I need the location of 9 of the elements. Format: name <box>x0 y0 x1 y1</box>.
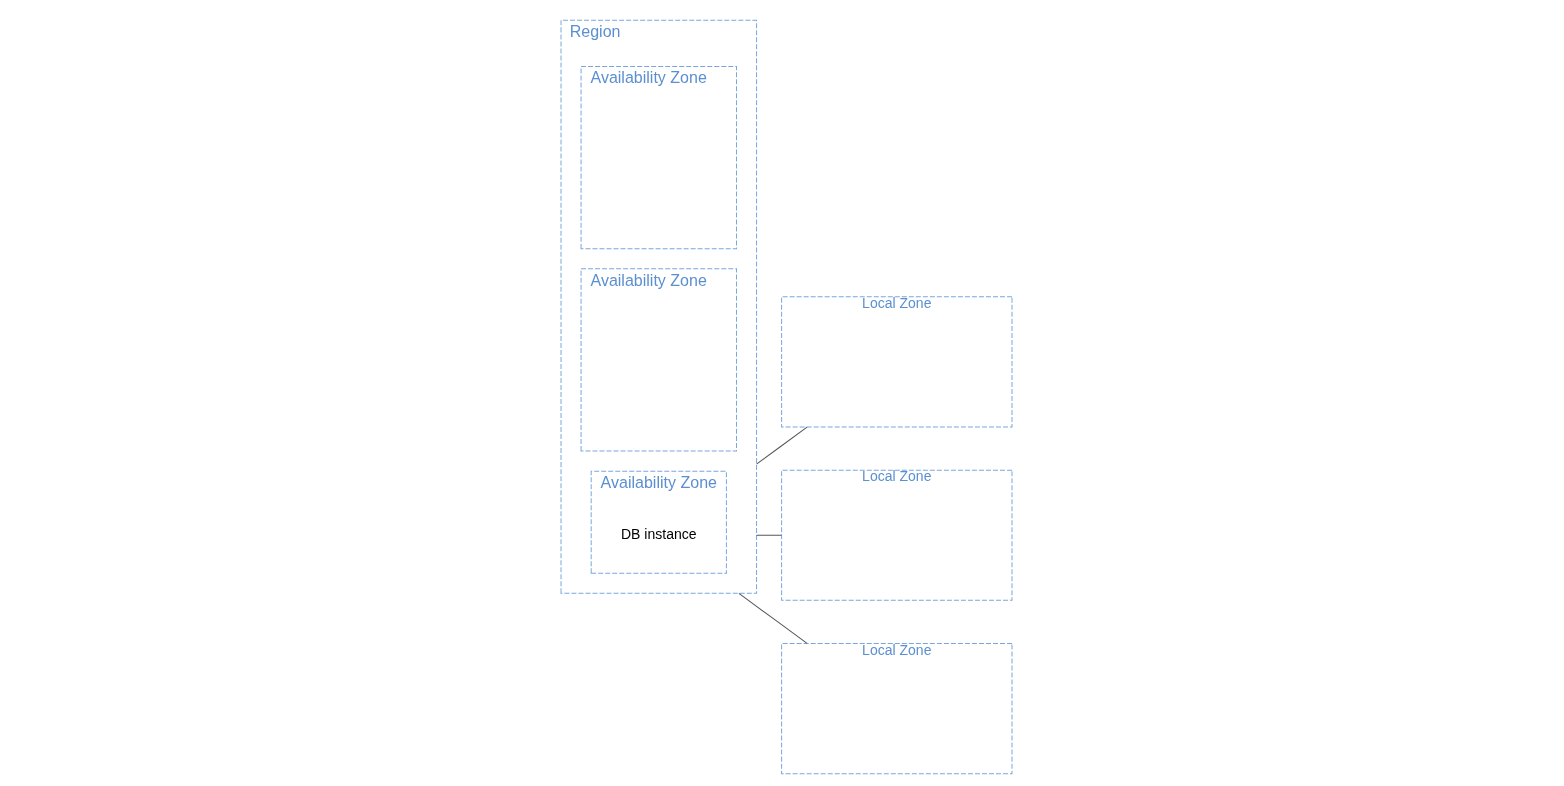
node-text: DB instance <box>620 525 697 542</box>
node-box: Local Zone <box>780 469 1012 601</box>
connector <box>737 592 808 644</box>
connector <box>755 426 808 465</box>
node-box: Local Zone <box>780 296 1012 428</box>
node-box: Availability Zone <box>580 268 737 452</box>
node-box: Local Zone <box>780 642 1012 775</box>
connector <box>755 534 782 536</box>
node-box: Availability Zone <box>580 65 737 250</box>
